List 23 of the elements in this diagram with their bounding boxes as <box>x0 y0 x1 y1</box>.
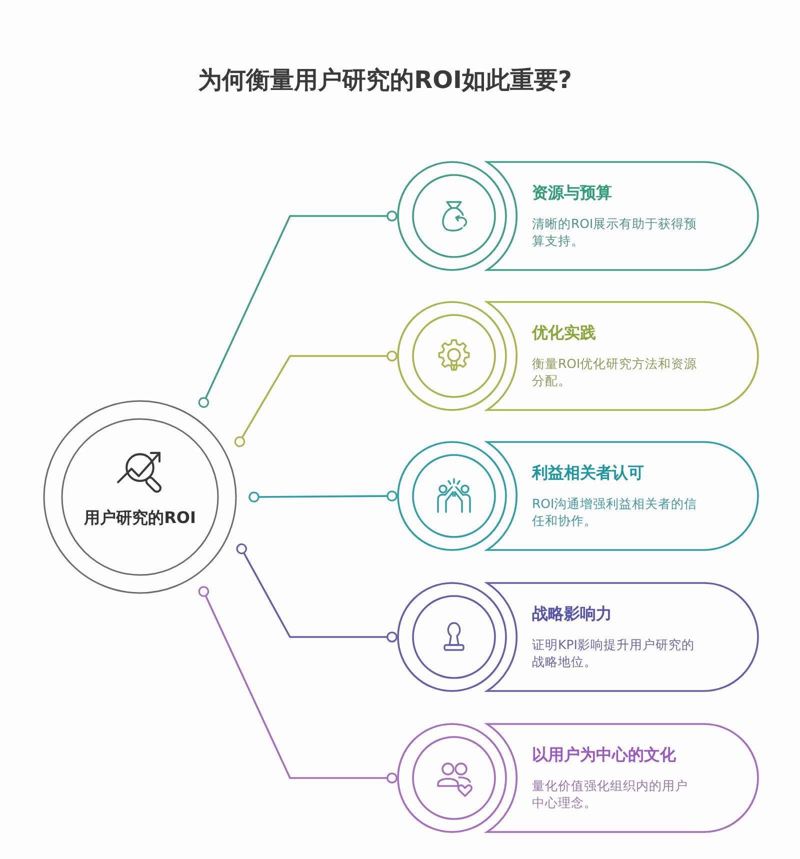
node-label: 用户研究的ROI <box>82 507 197 529</box>
connector <box>198 586 398 784</box>
hub-circle <box>43 400 237 594</box>
card-heading: 以用户为中心的文化 <box>532 745 676 765</box>
card-heading: 资源与预算 <box>532 183 612 203</box>
connector <box>234 350 398 448</box>
connector <box>236 543 398 642</box>
card-description: ROI沟通增强利益相关者的信任和协作。 <box>532 495 698 529</box>
pill-card <box>396 300 760 412</box>
card-description: 证明KPI影响提升用户研究的战略地位。 <box>532 636 696 670</box>
card-heading: 优化实践 <box>532 323 596 343</box>
pill-card <box>396 160 760 272</box>
card-description: 量化价值强化组织内的用户中心理念。 <box>532 777 689 811</box>
connector <box>198 210 398 408</box>
pill-card <box>396 722 760 834</box>
card-description: 清晰的ROI展示有助于获得预算支持。 <box>532 215 698 249</box>
card-heading: 利益相关者认可 <box>532 463 644 483</box>
pill-card <box>396 581 760 693</box>
title: 为何衡量用户研究的ROI如此重要? <box>198 65 572 96</box>
card-description: 衡量ROI优化研究方法和资源分配。 <box>532 355 698 389</box>
pill-card <box>396 440 760 552</box>
connector <box>248 490 398 502</box>
card-heading: 战略影响力 <box>532 604 612 624</box>
